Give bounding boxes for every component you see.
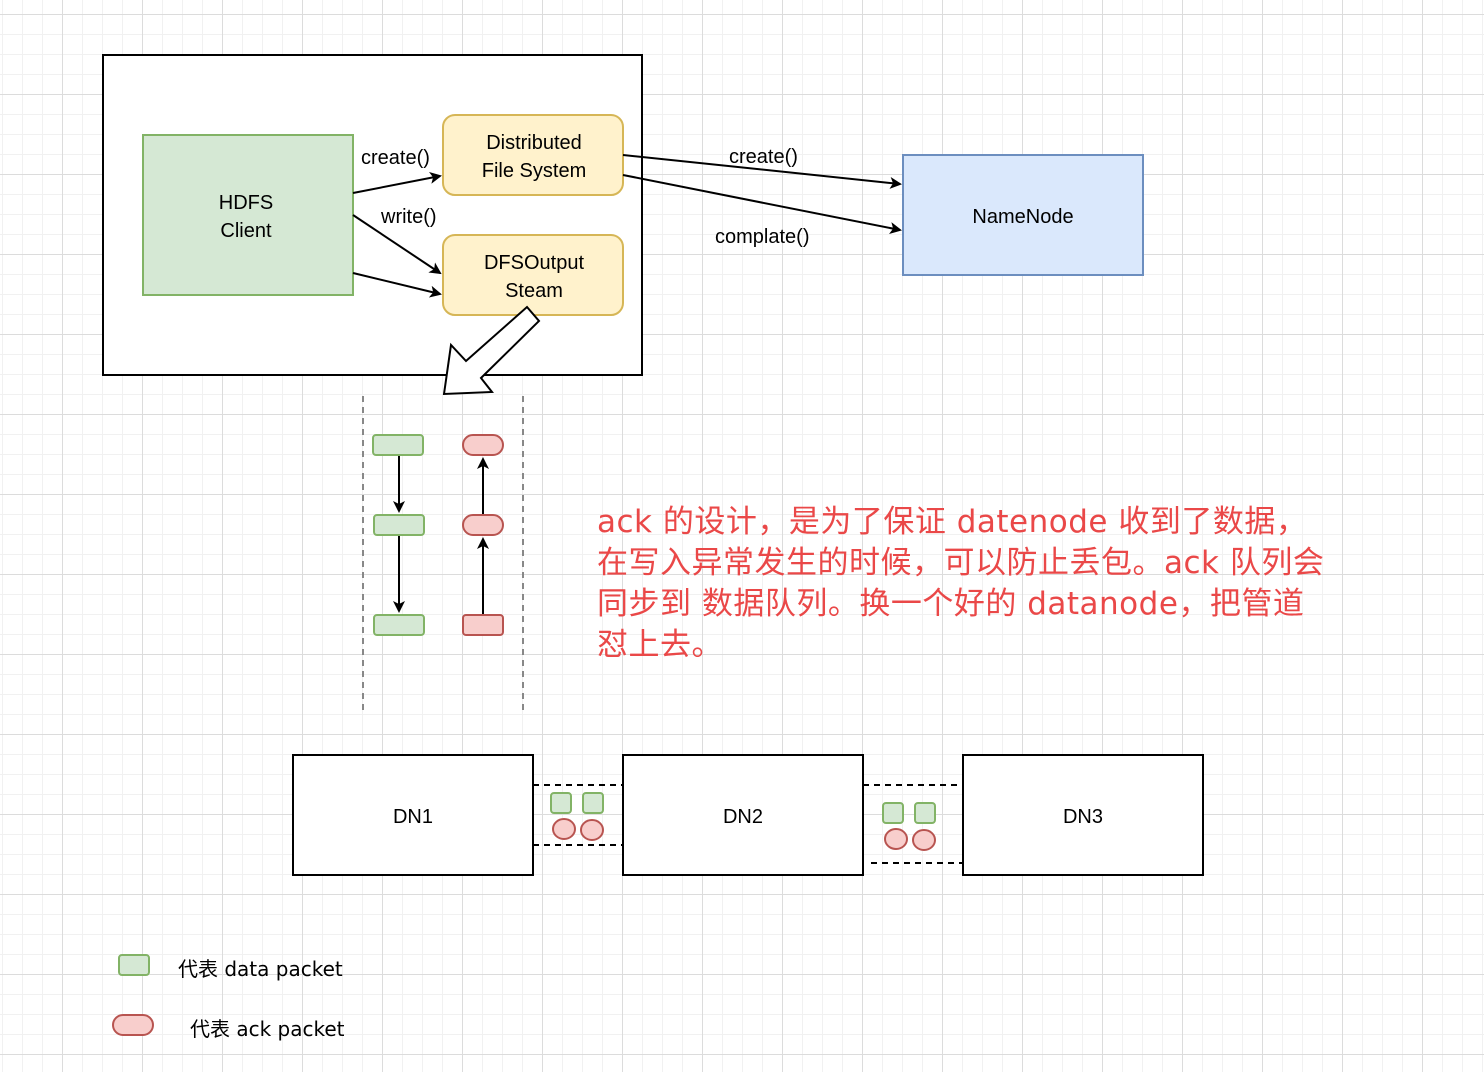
datanode-label: DN1 xyxy=(393,806,433,828)
edge-label-nn-create: create() xyxy=(729,146,798,168)
edge-label-nn-complete: complate() xyxy=(715,226,809,248)
ack-queue xyxy=(462,434,504,636)
note-line: ack 的设计，是为了保证 datenode 收到了数据， xyxy=(597,504,1308,540)
pipeline-dn2-dn3 xyxy=(863,784,963,864)
edge-client-to-stream[interactable] xyxy=(352,272,442,298)
legend-data-swatch xyxy=(118,954,150,976)
legend-ack-label: 代表 ack packet xyxy=(190,1017,345,1041)
ack-packet[interactable] xyxy=(912,829,936,851)
ack-packet[interactable] xyxy=(884,828,908,850)
data-packet[interactable] xyxy=(882,802,904,824)
dfs-output-stream-node[interactable]: DFSOutput Steam xyxy=(442,234,624,316)
data-packet[interactable] xyxy=(373,514,425,536)
ack-packet[interactable] xyxy=(462,434,504,456)
note-line: 在写入异常发生的时候，可以防止丢包。ack 队列会 xyxy=(597,545,1325,581)
ack-packet[interactable] xyxy=(462,614,504,636)
datanode-dn1[interactable]: DN1 xyxy=(292,754,534,876)
data-packet[interactable] xyxy=(582,792,604,814)
datanode-label: DN3 xyxy=(1063,806,1103,828)
legend-ack-swatch xyxy=(112,1014,154,1036)
hdfs-client-node[interactable]: HDFS Client xyxy=(142,134,354,296)
edge-dfs-create-to-namenode[interactable] xyxy=(622,154,902,189)
ack-packet[interactable] xyxy=(552,818,576,840)
hdfs-client-label-line2: Client xyxy=(220,220,272,242)
ack-packet[interactable] xyxy=(580,819,604,841)
edge-label-client-write: write() xyxy=(380,206,437,228)
data-queue xyxy=(372,434,425,636)
note-line: 同步到 数据队列。换一个好的 datanode，把管道 xyxy=(597,586,1305,622)
namenode-label: NameNode xyxy=(972,206,1073,228)
output-stream-label-line1: DFSOutput xyxy=(484,252,584,274)
data-packet[interactable] xyxy=(372,434,424,456)
namenode-node[interactable]: NameNode xyxy=(902,154,1144,276)
datanode-dn3[interactable]: DN3 xyxy=(962,754,1204,876)
output-stream-label-line2: Steam xyxy=(505,280,563,302)
edge-dfs-complete-to-namenode[interactable] xyxy=(622,174,902,234)
edge-label-client-create: create() xyxy=(361,147,430,169)
edge-client-to-dfs[interactable] xyxy=(352,172,442,194)
note-line: 怼上去。 xyxy=(597,627,723,663)
edge-client-write-to-stream[interactable] xyxy=(352,214,442,275)
data-packet[interactable] xyxy=(550,792,572,814)
data-packet[interactable] xyxy=(914,802,936,824)
flow-arrow-icon xyxy=(442,305,541,396)
datanode-label: DN2 xyxy=(723,806,763,828)
legend-data-label: 代表 data packet xyxy=(178,957,343,981)
ack-packet[interactable] xyxy=(462,514,504,536)
datanode-dn2[interactable]: DN2 xyxy=(622,754,864,876)
dfs-label-line2: File System xyxy=(482,160,586,182)
distributed-file-system-node[interactable]: Distributed File System xyxy=(442,114,624,196)
pipeline-dn1-dn2 xyxy=(533,784,623,846)
dfs-label-line1: Distributed xyxy=(486,132,582,154)
hdfs-client-label-line1: HDFS xyxy=(219,192,273,214)
ack-design-note: ack 的设计，是为了保证 datenode 收到了数据， 在写入异常发生的时候… xyxy=(597,502,1457,666)
data-packet[interactable] xyxy=(373,614,425,636)
